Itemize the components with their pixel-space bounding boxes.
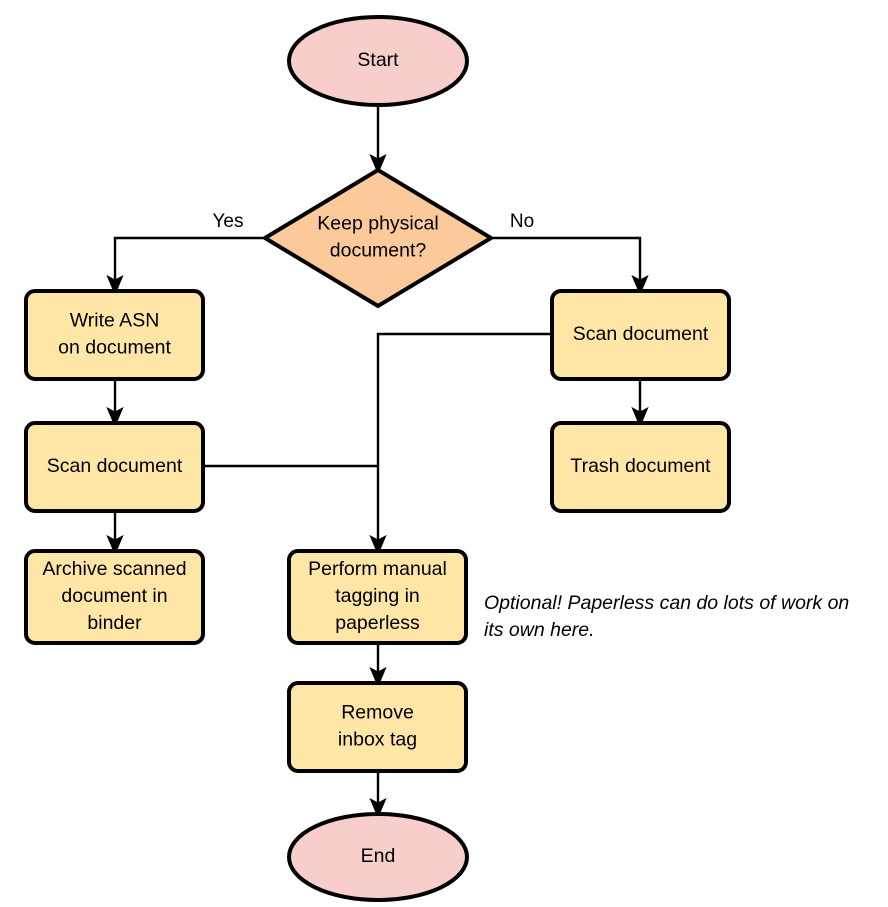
node-label-line: document in [61,585,167,607]
edge-label-no: No [510,211,534,232]
node-label-line: binder [87,612,142,634]
process-shape [24,421,205,513]
annotation-optional-note: Optional! Paperless can do lots of work … [484,592,849,641]
node-label-line: paperless [335,612,420,634]
node-end[interactable]: End [287,812,469,902]
terminator-shape [287,15,469,107]
node-archive_binder[interactable]: Archive scanned document in binder [24,549,205,645]
node-label-line: document? [330,240,427,262]
edge-decision-yes: Yes [106,211,265,296]
node-label-line: inbox tag [338,729,417,751]
node-trash[interactable]: Trash document [550,421,731,513]
annotation-line: Optional! Paperless can do lots of work … [484,592,849,614]
process-shape [550,289,731,381]
process-shape [24,549,205,645]
process-shape [287,681,468,773]
node-label-line: Start [357,49,399,71]
edges-layer: Yes No [106,105,649,819]
node-scan_left[interactable]: Scan document [24,421,205,513]
node-label-line: Scan document [573,323,709,345]
node-label-line: tagging in [335,585,420,607]
process-shape [287,549,468,645]
node-keep_physical[interactable]: Keep physical document? [263,168,493,308]
node-remove_inbox_tag[interactable]: Remove inbox tag [287,681,468,773]
annotations-layer: Optional! Paperless can do lots of work … [484,592,849,641]
node-write_asn[interactable]: Write ASN on document [24,289,205,381]
node-label-line: Perform manual [308,558,447,580]
node-label-line: on document [58,337,171,359]
terminator-shape [287,812,469,902]
node-label-line: Trash document [570,455,711,477]
node-label-line: Keep physical [317,213,438,235]
node-label-line: Scan document [47,455,183,477]
decision-shape [263,168,493,308]
node-scan_right[interactable]: Scan document [550,289,731,381]
node-start[interactable]: Start [287,15,469,107]
node-label-line: End [361,845,396,867]
edge-line [106,236,265,296]
node-label-line: Write ASN [70,310,160,332]
process-shape [550,421,731,513]
edge-label-yes: Yes [213,211,244,232]
annotation-line: its own here. [484,619,595,641]
edge-scan-right-to-tagging [369,332,552,556]
edge-decision-no: No [491,211,649,296]
node-label-line: Remove [341,702,414,724]
process-shape [24,289,205,381]
edge-line [491,236,649,296]
node-manual_tagging[interactable]: Perform manual tagging in paperless [287,549,468,645]
edge-line [369,332,552,556]
node-label-line: Archive scanned [42,558,186,580]
